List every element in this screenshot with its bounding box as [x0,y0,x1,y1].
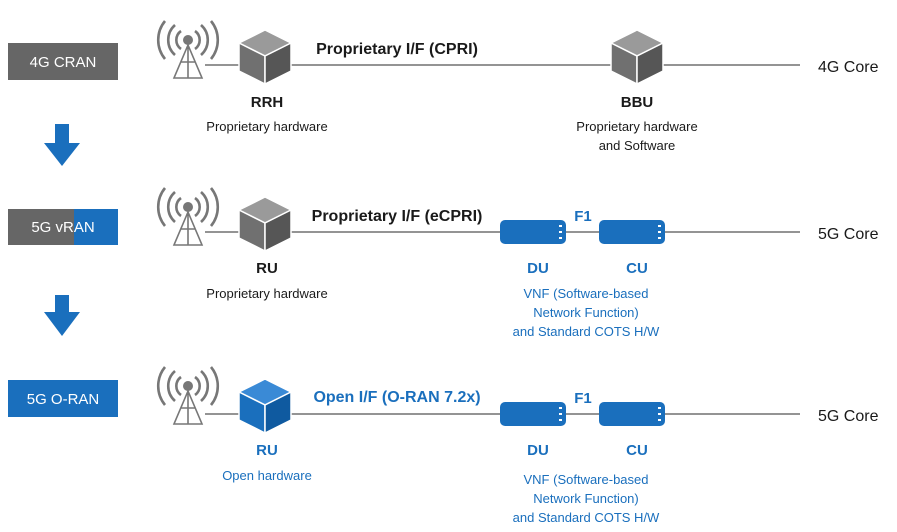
radio-tower-icon [156,366,220,425]
server-blade-icon [599,402,665,426]
badge-5g-vran [8,209,118,245]
rrh-desc: Proprietary hardware [206,119,327,134]
vnf-desc-line3: and Standard COTS H/W [513,510,660,525]
du-title: DU [527,442,549,459]
bbu-desc-line2: and Software [599,138,676,153]
down-arrow-icon [44,124,80,166]
hardware-cube-icon [609,29,665,86]
badge-5g-oran [8,380,118,417]
bbu-desc-line1: Proprietary hardware [576,119,697,134]
cu-title: CU [626,442,648,459]
ru-desc: Proprietary hardware [206,286,327,301]
ru-title: RU [256,260,278,277]
link-label: Proprietary I/F (eCPRI) [312,208,483,225]
badge-5g-vran-label: 5G vRAN [31,219,94,236]
bbu-title: BBU [621,94,654,111]
ru-title: RU [256,442,278,459]
radio-tower-icon [156,20,220,79]
server-blade-icon [599,220,665,244]
core-label: 4G Core [818,59,879,76]
server-blade-icon [500,402,566,426]
vnf-desc-line1: VNF (Software-based [524,472,649,487]
core-label: 5G Core [818,226,879,243]
badge-5g-oran-label: 5G O-RAN [27,391,100,408]
vnf-desc-line1: VNF (Software-based [524,286,649,301]
core-label: 5G Core [818,408,879,425]
link-label: Open I/F (O-RAN 7.2x) [313,389,480,406]
radio-tower-icon [156,187,220,246]
row-5g-oran: 5G O-RAN Open I/F (O-RAN 7.2x) F1 [8,366,879,525]
hardware-cube-icon [237,378,293,435]
cu-title: CU [626,260,648,277]
midhaul-f1-label: F1 [574,390,592,407]
badge-4g-cran [8,43,118,80]
badge-4g-cran-label: 4G CRAN [30,54,97,71]
row-5g-vran: 5G vRAN Proprietary I/F (eCPRI) F1 [8,187,879,339]
ru-desc: Open hardware [222,468,312,483]
server-blade-icon [500,220,566,244]
rrh-title: RRH [251,94,284,111]
midhaul-f1-label: F1 [574,208,592,225]
hardware-cube-icon [237,29,293,86]
du-title: DU [527,260,549,277]
down-arrow-icon [44,295,80,336]
hardware-cube-icon [237,196,293,253]
row-4g-cran: 4G CRAN Proprietary I/F (CPRI) 4G Core R… [8,20,879,153]
vnf-desc-line2: Network Function) [533,305,638,320]
link-label: Proprietary I/F (CPRI) [316,41,478,58]
vnf-desc-line3: and Standard COTS H/W [513,324,660,339]
vnf-desc-line2: Network Function) [533,491,638,506]
